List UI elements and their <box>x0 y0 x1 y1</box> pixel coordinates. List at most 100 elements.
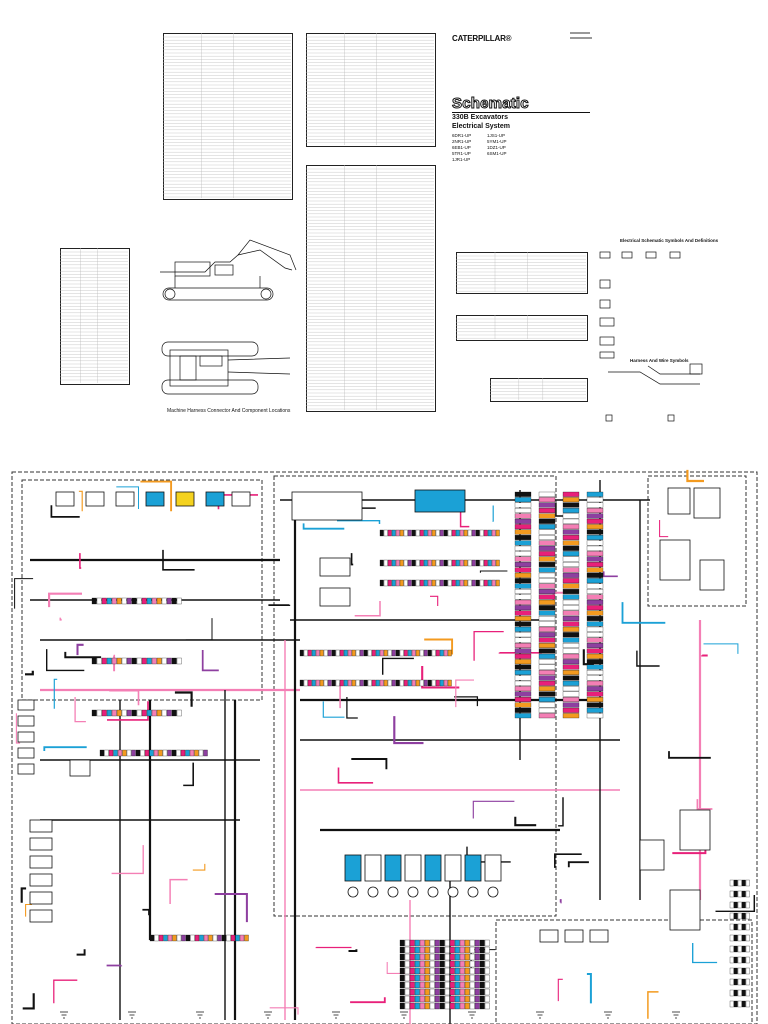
solenoid-symbol <box>467 886 479 898</box>
wire <box>76 643 84 656</box>
connector-pin <box>327 679 332 687</box>
connector-block <box>464 854 482 882</box>
connector-pin <box>379 649 384 657</box>
connector-pin <box>161 657 167 665</box>
wire <box>567 861 589 868</box>
serial-list-right: 1JS1-UP 5YM1-UP 1DZ1-UP 6SM1-UP <box>487 133 507 157</box>
connector-pin <box>586 610 604 616</box>
connector-pin <box>335 649 340 657</box>
connector-block <box>484 854 502 882</box>
connector-block <box>539 929 559 943</box>
connector-pin <box>407 649 412 657</box>
connector-pin <box>395 559 400 567</box>
connector-pin <box>733 989 738 997</box>
wire <box>558 797 564 827</box>
connector-pin <box>562 497 580 503</box>
connector-pin <box>514 670 532 675</box>
connector-pin <box>538 691 556 697</box>
serial-prefix: 6SM1-UP <box>487 151 507 156</box>
connector-pin <box>586 589 604 594</box>
connector-pin <box>562 545 580 551</box>
connector-pin <box>439 946 445 954</box>
connector-pin <box>464 960 470 968</box>
wire <box>269 1007 299 1015</box>
connector-pin <box>449 988 455 996</box>
connector-pin <box>491 559 496 567</box>
connector-pin <box>449 1002 455 1010</box>
connector-pin <box>419 649 424 657</box>
connector-pin <box>449 995 455 1003</box>
connector-pin <box>454 1002 460 1010</box>
connector-block <box>69 759 91 777</box>
wire <box>715 895 756 913</box>
connector-pin <box>106 597 112 605</box>
connector-pin <box>469 981 475 989</box>
wire <box>25 903 32 917</box>
connector-pin <box>435 679 440 687</box>
connector-pin <box>474 1002 480 1010</box>
connector-pin <box>467 559 472 567</box>
connector-pin <box>339 679 344 687</box>
connector-pin <box>562 599 580 605</box>
connector-pin <box>409 1002 415 1010</box>
ground-symbol <box>60 1011 68 1019</box>
connector-pin <box>439 1002 445 1010</box>
connector-pin <box>538 648 556 654</box>
connector-pin <box>562 551 580 557</box>
wire <box>79 553 82 569</box>
connector-pin <box>447 679 452 687</box>
connector-block <box>319 557 351 577</box>
connector-pin <box>514 535 532 540</box>
connector-pin <box>404 946 410 954</box>
connector-pin <box>163 934 168 942</box>
connector-pin <box>176 597 182 605</box>
connector-pin <box>514 691 532 697</box>
connector-pin <box>538 605 556 611</box>
connector-pin <box>562 594 580 600</box>
connector-pin <box>479 559 484 567</box>
connector-pin <box>156 657 162 665</box>
wire <box>479 570 508 573</box>
connector-pin <box>404 981 410 989</box>
connector-pin <box>99 749 105 757</box>
connector-pin <box>424 967 430 975</box>
connector-pin <box>745 1000 750 1008</box>
connector-pin <box>101 597 107 605</box>
connector-location-table <box>163 33 293 200</box>
connector-pin <box>514 583 532 589</box>
connector-pin <box>514 567 532 573</box>
connector-pin <box>469 988 475 996</box>
connector-block <box>384 854 402 882</box>
connector-pin <box>484 981 490 989</box>
wire <box>116 486 140 509</box>
connector-pin <box>538 562 556 567</box>
connector-pin <box>459 1002 465 1010</box>
connector-pin <box>538 518 556 524</box>
connector-pin <box>514 497 532 503</box>
connector-pin <box>323 649 328 657</box>
connector-pin <box>514 632 532 638</box>
connector-pin <box>391 529 396 537</box>
connector-pin <box>729 879 734 887</box>
connector-pin <box>409 974 415 982</box>
wire <box>107 701 149 721</box>
connector-pin <box>483 559 488 567</box>
connector-pin <box>514 621 532 627</box>
connector-pin <box>387 649 392 657</box>
connector-block <box>175 491 195 507</box>
wire <box>602 571 618 578</box>
connector-pin <box>538 616 556 621</box>
wire-section-title: Harness And Wire Symbols <box>630 358 689 363</box>
connector-pin <box>146 597 152 605</box>
connector-pin <box>455 559 460 567</box>
connector-pin <box>729 989 734 997</box>
connector-pin <box>729 890 734 898</box>
connector-pin <box>514 508 532 513</box>
connector-pin <box>419 967 425 975</box>
connector-pin <box>443 649 448 657</box>
wire-list-table <box>306 165 436 412</box>
connector-pin <box>483 529 488 537</box>
system-name: Electrical System <box>452 123 510 130</box>
connector-pin <box>586 643 604 648</box>
